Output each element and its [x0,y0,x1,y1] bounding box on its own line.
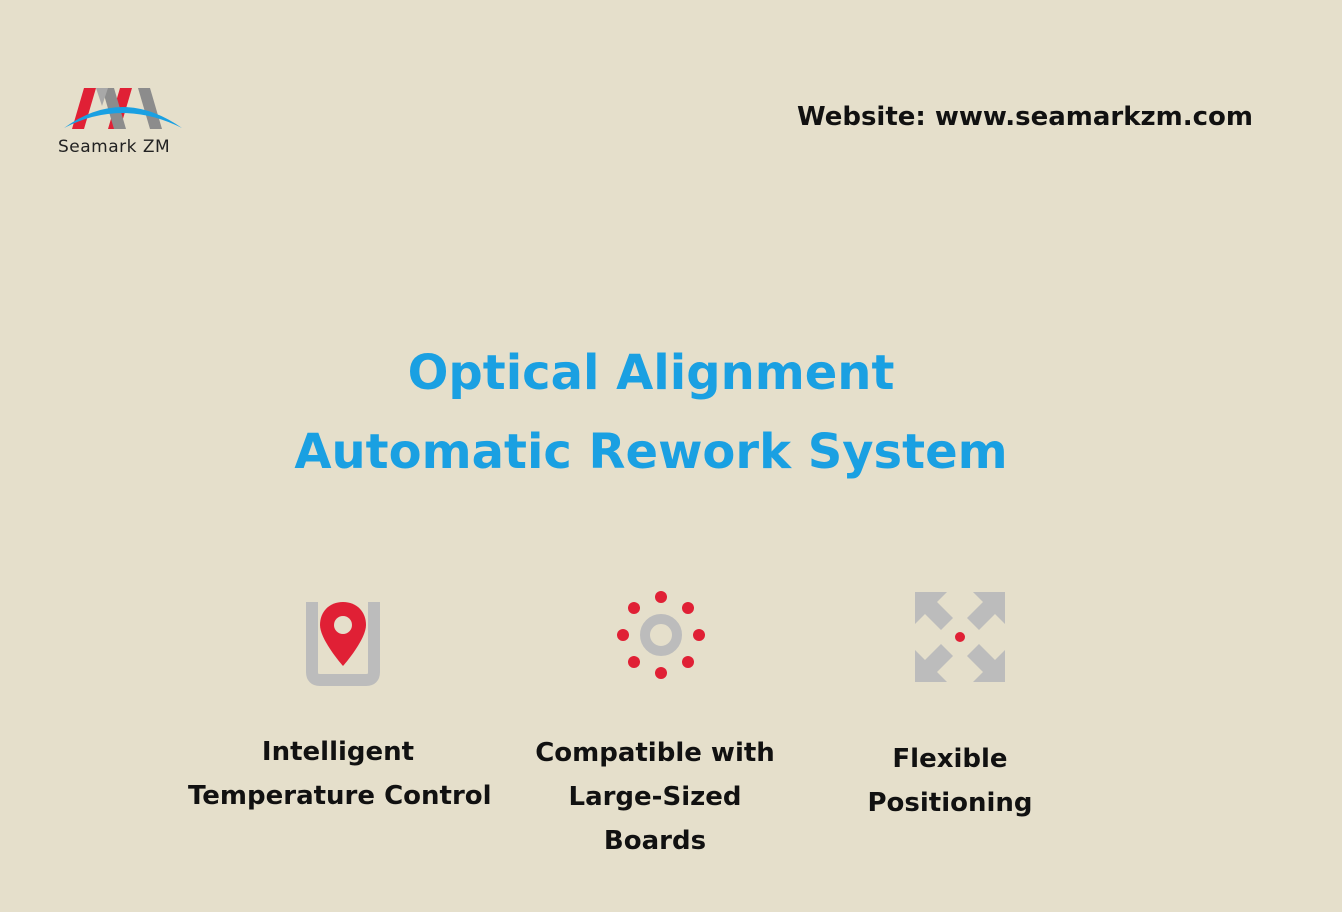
title-line-2: Automatic Rework System [294,424,1008,480]
feature-label-boards: Compatible with Large-Sized Boards [515,731,795,863]
seamark-zm-logo-icon [64,88,182,129]
feature-label-temperature: Intelligent Temperature Control [188,730,492,818]
feature-label-line: Temperature Control [188,781,492,811]
feature-label-line: Compatible with [535,738,775,768]
location-pin-icon [298,600,388,696]
title-line-1: Optical Alignment [407,345,895,401]
brand-name: Seamark ZM [58,137,171,157]
feature-label-positioning: Flexible Positioning [840,737,1060,825]
feature-label-line: Intelligent [261,737,415,767]
feature-label-line: Flexible [892,744,1008,774]
sun-dots-icon [614,588,708,686]
feature-label-line: Boards [603,826,707,856]
website-text: Website: www.seamarkzm.com [796,102,1253,132]
brand-logo: Seamark ZM [56,84,186,164]
feature-label-line: Positioning [867,788,1033,818]
feature-label-line: Large-Sized [568,782,742,812]
expand-arrows-icon [913,590,1007,688]
